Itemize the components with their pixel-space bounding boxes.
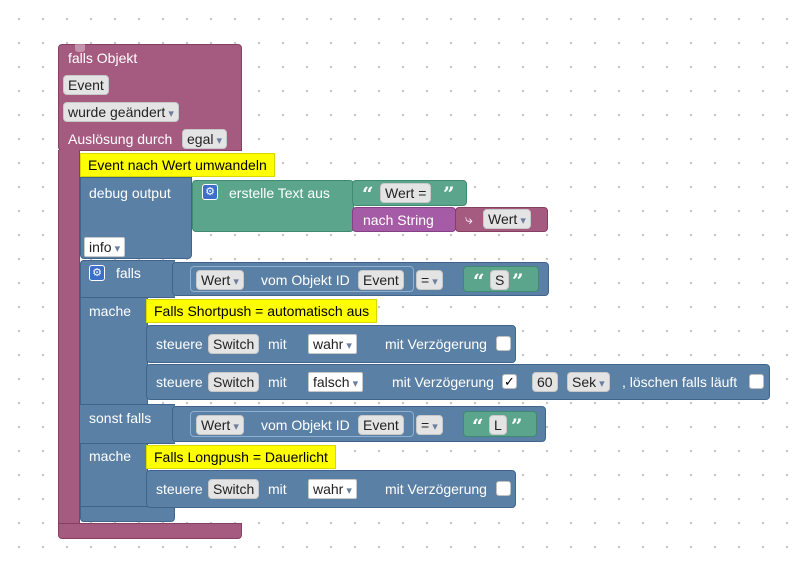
delay-checkbox[interactable] bbox=[496, 481, 511, 496]
text-literal-value[interactable]: Wert = bbox=[380, 183, 432, 203]
create-text-label: erstelle Text aus bbox=[229, 185, 330, 201]
trigger-title: falls Objekt bbox=[68, 50, 138, 66]
delay-value-field[interactable]: 60 bbox=[532, 372, 558, 392]
do-label: mache bbox=[89, 303, 132, 319]
control-value-dropdown[interactable]: wahr bbox=[308, 479, 357, 499]
open-quote-icon: “ bbox=[472, 414, 484, 438]
of-object-label: vom Objekt ID bbox=[261, 272, 350, 288]
if-block[interactable] bbox=[80, 260, 148, 522]
open-quote-icon: “ bbox=[473, 269, 485, 293]
object-id-field[interactable]: Event bbox=[358, 270, 404, 290]
property-dropdown[interactable]: Wert bbox=[196, 415, 244, 435]
else-if-label: sonst falls bbox=[89, 410, 152, 426]
of-object-label: vom Objekt ID bbox=[261, 417, 350, 433]
text-literal-value[interactable]: L bbox=[489, 415, 507, 435]
to-string-label: nach String bbox=[363, 212, 434, 228]
debug-level-dropdown[interactable]: info bbox=[84, 237, 126, 257]
close-quote-icon: ” bbox=[512, 269, 524, 293]
object-id-field[interactable]: Event bbox=[358, 415, 404, 435]
check-icon[interactable]: ✓ bbox=[502, 374, 517, 389]
control-label: steuere bbox=[156, 374, 203, 390]
clear-checkbox[interactable] bbox=[749, 374, 764, 389]
trigger-block-footer bbox=[58, 523, 242, 539]
open-quote-icon: “ bbox=[362, 182, 374, 206]
control-with-label: mit bbox=[268, 336, 287, 352]
if-block-footer bbox=[80, 506, 175, 522]
delay-label: mit Verzögerung bbox=[385, 336, 487, 352]
control-target[interactable]: Switch bbox=[208, 334, 260, 354]
variable-dropdown[interactable]: Wert bbox=[483, 209, 531, 229]
delay-unit-dropdown[interactable]: Sek bbox=[567, 372, 610, 392]
if-label: falls bbox=[116, 265, 141, 281]
create-text-block[interactable] bbox=[192, 180, 354, 232]
clear-label: , löschen falls läuft bbox=[622, 374, 738, 390]
close-quote-icon: ” bbox=[443, 182, 455, 206]
trigger-object-id[interactable]: Event bbox=[63, 75, 109, 95]
control-label: steuere bbox=[156, 336, 203, 352]
do-label: mache bbox=[89, 448, 132, 464]
operator-dropdown[interactable]: = bbox=[416, 270, 443, 290]
delay-label: mit Verzögerung bbox=[385, 481, 487, 497]
delay-label: mit Verzögerung bbox=[392, 374, 494, 390]
trigger-change-dropdown[interactable]: wurde geändert bbox=[63, 102, 179, 122]
debug-output-label: debug output bbox=[89, 185, 171, 201]
else-if-row bbox=[80, 404, 175, 444]
trigger-block-spine bbox=[58, 150, 80, 530]
close-quote-icon: ” bbox=[511, 414, 523, 438]
control-label: steuere bbox=[156, 481, 203, 497]
operator-dropdown[interactable]: = bbox=[416, 415, 443, 435]
property-dropdown[interactable]: Wert bbox=[196, 270, 244, 290]
comment-longpush[interactable]: Falls Longpush = Dauerlicht bbox=[146, 445, 336, 469]
delay-checkbox[interactable] bbox=[496, 336, 511, 351]
comment-convert[interactable]: Event nach Wert umwandeln bbox=[80, 153, 275, 177]
gear-icon[interactable]: ⚙ bbox=[202, 184, 218, 200]
return-arrow-icon: ⤷ bbox=[465, 211, 473, 227]
trigger-by-dropdown[interactable]: egal bbox=[182, 129, 228, 149]
text-literal-value[interactable]: S bbox=[490, 270, 510, 290]
control-with-label: mit bbox=[268, 374, 287, 390]
gear-icon[interactable]: ⚙ bbox=[89, 265, 105, 281]
control-target[interactable]: Switch bbox=[208, 372, 260, 392]
to-string-block[interactable] bbox=[352, 207, 456, 232]
control-with-label: mit bbox=[268, 481, 287, 497]
control-value-dropdown[interactable]: falsch bbox=[308, 372, 364, 392]
control-value-dropdown[interactable]: wahr bbox=[308, 334, 357, 354]
trigger-by-label: Auslösung durch bbox=[68, 131, 173, 147]
comment-shortpush[interactable]: Falls Shortpush = automatisch aus bbox=[146, 299, 378, 323]
block-notch bbox=[75, 44, 85, 52]
control-target[interactable]: Switch bbox=[208, 479, 260, 499]
